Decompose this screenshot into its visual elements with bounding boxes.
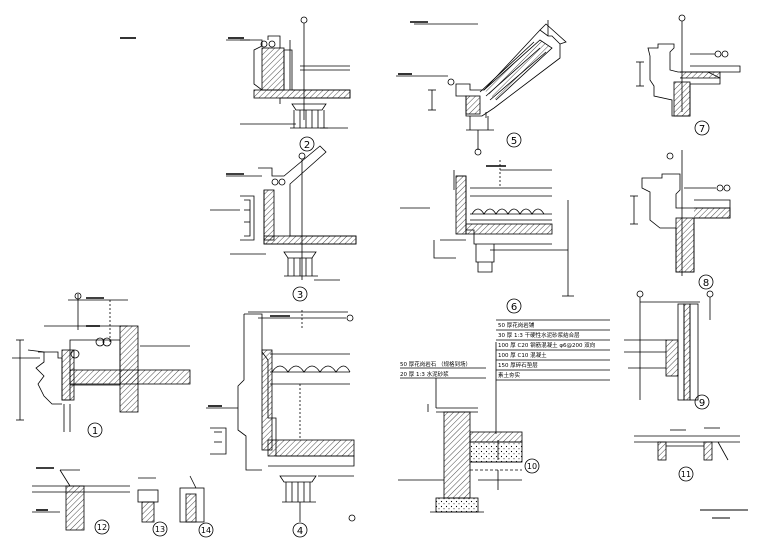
detail-callout-8: 8 xyxy=(698,274,714,290)
detail-callouts: 1 2 3 4 5 6 7 8 xyxy=(87,120,714,538)
detail-7-drawing xyxy=(636,14,741,117)
floor-note-line-3: 100 厚 C20 钢筋混凝土 φ6@200 双向 xyxy=(498,341,595,349)
detail-10-drawing xyxy=(398,319,610,513)
detail-number: 12 xyxy=(97,523,107,532)
detail-callout-3: 3 xyxy=(292,286,308,302)
floor-note-line-4: 100 厚 C10 混凝土 xyxy=(498,351,547,359)
detail-callout-9: 9 xyxy=(694,394,710,410)
detail-11-drawing xyxy=(634,427,740,461)
detail-number: 3 xyxy=(297,290,303,301)
detail-13-drawing xyxy=(137,477,159,523)
detail-number: 9 xyxy=(699,398,705,409)
detail-callout-2: 2 xyxy=(299,136,315,152)
detail-5-drawing xyxy=(396,20,567,156)
wall-note-line-1: 50 厚花岗岩石 （规格到场） xyxy=(400,360,471,368)
wall-note-line-2: 20 厚 1:3 水泥砂浆 xyxy=(400,370,449,378)
detail-callout-10: 10 xyxy=(524,458,540,474)
detail-callout-11: 11 xyxy=(678,466,694,482)
detail-8-drawing xyxy=(630,150,731,276)
detail-callout-12: 12 xyxy=(94,519,110,535)
floor-construction-notes: 50 厚花岗岩铺 30 厚 1:3 干硬性水泥砂浆结合层 100 厚 C20 钢… xyxy=(498,321,595,379)
floor-note-line-1: 50 厚花岗岩铺 xyxy=(498,321,535,329)
floor-note-line-5: 150 厚碎石垫层 xyxy=(498,361,538,369)
detail-1-drawing xyxy=(12,292,191,432)
detail-callout-7: 7 xyxy=(694,120,710,136)
detail-12-drawing xyxy=(32,469,130,531)
detail-callout-4: 4 xyxy=(292,522,308,538)
detail-number: 10 xyxy=(527,462,537,471)
detail-number: 8 xyxy=(703,278,709,289)
detail-2-drawing xyxy=(226,16,351,129)
floor-note-line-2: 30 厚 1:3 干硬性水泥砂浆结合层 xyxy=(498,331,580,339)
detail-callout-5: 5 xyxy=(506,132,522,148)
detail-number: 14 xyxy=(201,526,211,535)
detail-number: 11 xyxy=(681,470,691,479)
detail-callout-6: 6 xyxy=(506,298,522,314)
detail-9-drawing xyxy=(624,290,714,401)
floor-note-line-6: 素土夯实 xyxy=(498,371,521,379)
detail-number: 5 xyxy=(511,136,517,147)
detail-number: 2 xyxy=(304,140,310,151)
detail-callout-1: 1 xyxy=(87,422,103,438)
detail-number: 1 xyxy=(92,426,98,437)
detail-6-drawing xyxy=(400,160,574,297)
detail-number: 6 xyxy=(511,302,517,313)
wall-cladding-notes: 50 厚花岗岩石 （规格到场） 20 厚 1:3 水泥砂浆 xyxy=(400,360,471,378)
detail-callout-14: 14 xyxy=(198,522,214,538)
detail-3-drawing xyxy=(210,145,357,281)
detail-4-drawing xyxy=(206,310,356,522)
detail-callout-13: 13 xyxy=(152,521,168,537)
detail-number: 13 xyxy=(155,525,165,534)
detail-number: 7 xyxy=(699,124,705,135)
detail-number: 4 xyxy=(297,526,303,537)
leader-label-marks xyxy=(36,21,748,519)
detail-14-drawing xyxy=(179,475,205,523)
